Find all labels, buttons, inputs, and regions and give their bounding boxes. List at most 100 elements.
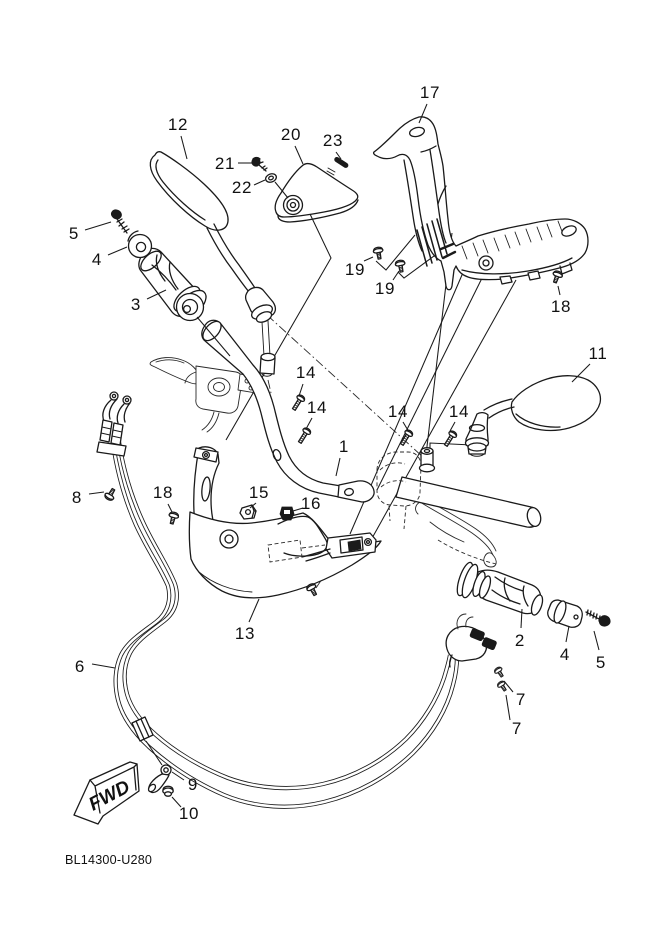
leader-line-10 — [171, 796, 182, 808]
callout-14: 14 — [296, 363, 316, 382]
callout-7: 7 — [516, 690, 526, 709]
leader-line-23 — [335, 151, 342, 160]
mirror-mount-boss — [418, 447, 436, 473]
callout-7: 7 — [512, 719, 522, 738]
callout-14: 14 — [307, 398, 327, 417]
clip-16-icon — [279, 506, 295, 521]
screw-7b-icon — [495, 679, 510, 694]
callout-1: 1 — [339, 437, 349, 456]
leader-line-4 — [107, 246, 128, 256]
left-grip — [138, 247, 231, 357]
handlebar — [201, 319, 542, 528]
leader-line-6 — [91, 663, 116, 669]
right-grip — [456, 561, 544, 616]
leader-line-19 — [363, 256, 374, 262]
leader-line-17 — [418, 103, 428, 124]
handlebar-rear-cover — [372, 116, 589, 291]
clip-nut-15-icon — [239, 504, 257, 520]
leader-line-13 — [248, 598, 260, 623]
callout-16: 16 — [301, 494, 321, 513]
front-lower-cover — [188, 446, 382, 599]
leader-line-9 — [171, 771, 185, 781]
leader-line-1 — [335, 457, 341, 477]
cable-hook-9-icon — [147, 764, 172, 794]
fwd-arrow: FWD — [73, 761, 140, 825]
screw-14c-icon — [397, 427, 415, 448]
front-upper-cover — [274, 162, 359, 223]
callout-22: 22 — [232, 178, 252, 197]
screw-14a-icon — [289, 392, 307, 413]
leader-line-12 — [180, 135, 188, 160]
cable-clamp-band — [131, 716, 163, 766]
callout-5: 5 — [69, 224, 79, 243]
callout-19: 19 — [375, 279, 395, 298]
callout-14: 14 — [388, 402, 408, 421]
screw-21-icon — [251, 156, 268, 172]
callout-19: 19 — [345, 260, 365, 279]
leader-line-4 — [565, 625, 570, 643]
leader-line-5 — [84, 221, 112, 231]
left-mirror — [149, 151, 277, 377]
screw-8-icon — [102, 486, 119, 503]
callout-2: 2 — [515, 631, 525, 650]
leader-line-3 — [146, 289, 167, 300]
callout-14: 14 — [449, 402, 469, 421]
damper-23-icon — [334, 156, 349, 168]
leader-line-20 — [294, 145, 304, 165]
leader-line-16 — [292, 507, 304, 512]
leader-line-7 — [503, 680, 514, 693]
callout-10: 10 — [179, 804, 199, 823]
right-bar-end-screw — [585, 609, 611, 627]
callout-15: 15 — [249, 483, 269, 502]
left-bar-end-screw — [110, 209, 130, 234]
leader-line-14 — [298, 383, 304, 397]
left-bar-end-cap — [127, 230, 153, 259]
screw-7a-icon — [492, 665, 507, 680]
leader-line-14 — [402, 421, 410, 433]
callout-5: 5 — [596, 653, 606, 672]
screw-14b-icon — [295, 425, 313, 446]
right-bar-end-cap — [547, 599, 583, 628]
clip-position-box — [267, 539, 326, 563]
leader-line-18 — [167, 503, 173, 513]
leader-line-15 — [249, 502, 257, 509]
callout-18: 18 — [153, 483, 173, 502]
callout-4: 4 — [92, 250, 102, 269]
leader-line-11 — [571, 363, 591, 383]
callout-3: 3 — [131, 295, 141, 314]
leader-line-7 — [505, 694, 511, 721]
callout-12: 12 — [168, 115, 188, 134]
callout-23: 23 — [323, 131, 343, 150]
callout-4: 4 — [560, 645, 570, 664]
bar-clamp-ghost — [376, 451, 422, 530]
leader-line-19 — [392, 270, 400, 281]
callout-8: 8 — [72, 488, 82, 507]
screw-10-icon — [162, 785, 174, 797]
diagram-code: BL14300-U280 — [65, 853, 152, 867]
screw-14d-icon — [441, 428, 459, 449]
screw-19b-icon — [394, 258, 407, 274]
leader-line-14 — [449, 421, 456, 432]
callout-21: 21 — [215, 154, 235, 173]
callout-18: 18 — [551, 297, 571, 316]
screw-18l-icon — [166, 510, 180, 526]
leader-line-14 — [305, 417, 313, 430]
cable-upper-ends — [96, 391, 132, 457]
callout-6: 6 — [75, 657, 85, 676]
leader-line-5 — [593, 630, 600, 651]
callout-13: 13 — [235, 624, 255, 643]
washer-22-icon — [265, 173, 289, 199]
leader-line-22 — [253, 179, 266, 186]
callout-11: 11 — [588, 344, 607, 363]
throttle-housing-lower — [445, 613, 497, 668]
leader-line-2 — [520, 608, 523, 629]
callout-17: 17 — [420, 83, 440, 102]
callout-20: 20 — [281, 125, 301, 144]
screw-19a-icon — [372, 245, 385, 261]
leader-line-8 — [88, 491, 105, 495]
right-mirror — [464, 375, 602, 457]
leader-line-18 — [557, 285, 561, 296]
